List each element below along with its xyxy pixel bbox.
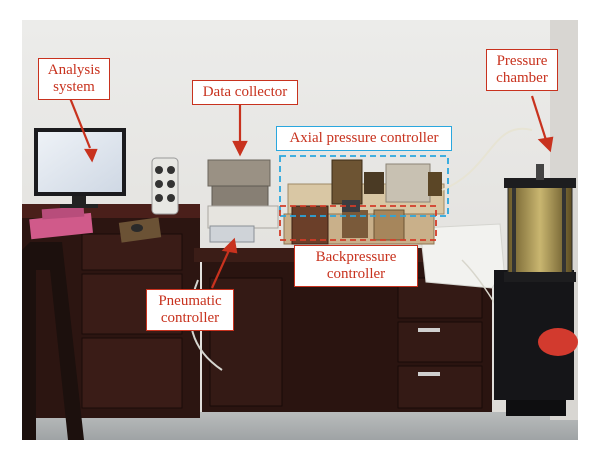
data-collector-label-text: Data collector (202, 84, 288, 100)
analysis-system-label: Analysis system (38, 58, 110, 100)
red-bucket (538, 328, 578, 356)
pneumatic-controller-label-line-1: Pneumatic (158, 293, 222, 309)
pneumatic-controller-unit (209, 225, 255, 243)
data-collector-label: Data collector (192, 80, 298, 105)
pressure-chamber-cell (507, 183, 573, 281)
analysis-system-label-line-1: Analysis (47, 62, 101, 78)
backpressure-controller-label: Backpressure controller (294, 245, 418, 287)
monitor-screen (38, 132, 122, 192)
axial-dashed-box (279, 155, 449, 217)
annotation-arrows (68, 95, 554, 289)
data-collector-unit (207, 159, 271, 187)
pressure-chamber-label-line-1: Pressure (496, 53, 548, 69)
lab-equipment-photo (22, 20, 578, 440)
backpressure-controller-label-line-1: Backpressure (315, 249, 397, 265)
backpressure-dashed-box (279, 205, 437, 241)
pneumatic-controller-label-line-2: controller (160, 310, 220, 326)
axial-pressure-controller-label: Axial pressure controller (276, 126, 452, 151)
analysis-system-label-line-2: system (53, 79, 95, 95)
chair (22, 242, 84, 440)
pink-folder (29, 212, 93, 240)
mouse (131, 224, 143, 232)
axial-pressure-controller-label-text: Axial pressure controller (289, 130, 439, 146)
backpressure-controller-label-line-2: controller (326, 266, 386, 282)
pressure-chamber-label: Pressure chamber (486, 49, 558, 91)
pressure-chamber-label-line-2: chamber (496, 70, 548, 86)
pneumatic-controller-label: Pneumatic controller (146, 289, 234, 331)
